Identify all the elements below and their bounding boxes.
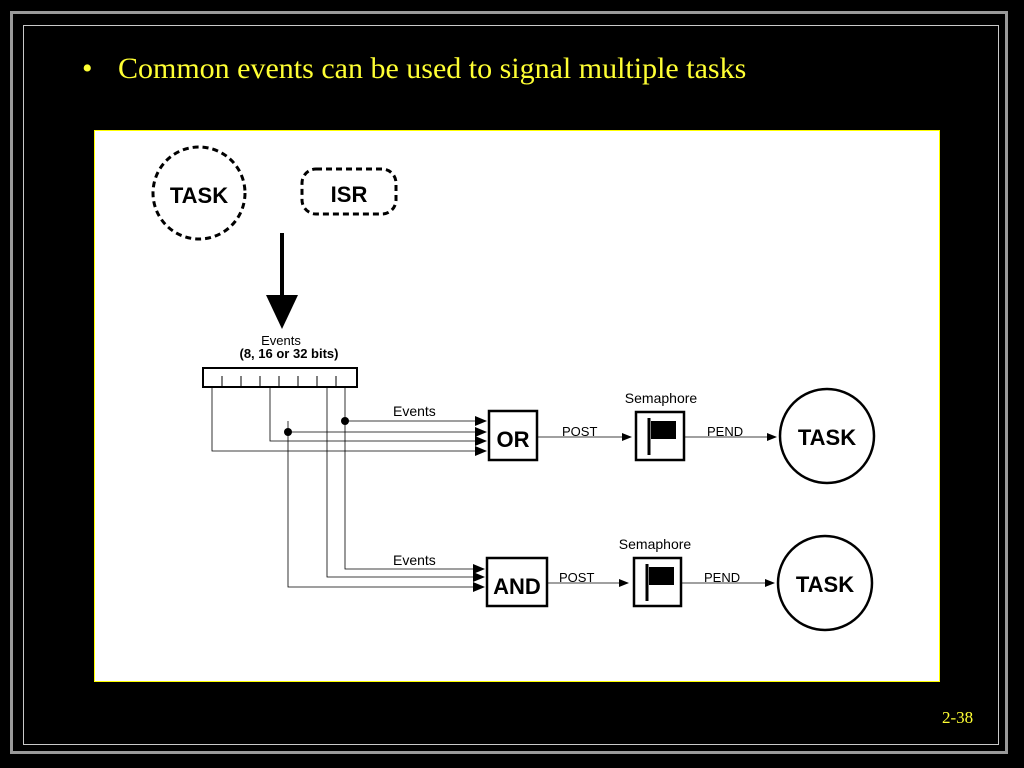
bullet-icon: •: [82, 52, 93, 85]
and-semaphore-label: Semaphore: [619, 536, 692, 552]
or-semaphore-box: [634, 410, 686, 462]
junction-dot: [284, 428, 292, 436]
events-group-size: (8, 16 or 32 bits): [240, 346, 339, 361]
post-down-arrow: [266, 233, 298, 329]
and-post-label: POST: [559, 570, 594, 585]
isr-box: [300, 167, 398, 216]
slide-title: • Common events can be used to signal mul…: [82, 52, 746, 86]
isr-label: ISR: [331, 182, 368, 207]
task-source-label: TASK: [170, 183, 228, 208]
or-pend-label: PEND: [707, 424, 743, 439]
slide-inner-border: [23, 25, 999, 745]
junction-dot: [341, 417, 349, 425]
and-task-label: TASK: [796, 572, 854, 597]
or-task-label: TASK: [798, 425, 856, 450]
events-group-title: Events: [261, 333, 301, 348]
task-source-node: TASK: [151, 145, 247, 241]
event-flag-register: [202, 367, 358, 388]
or-events-label: Events: [393, 403, 436, 419]
and-events-label: Events: [393, 552, 436, 568]
diagram-svg: TASK ISR Events (8, 16 or 32 bits): [151, 145, 876, 632]
and-pend-label: PEND: [704, 570, 740, 585]
or-target-task: TASK: [778, 387, 876, 485]
task-source-circle: [151, 145, 247, 241]
or-input-arrowheads: [475, 416, 487, 456]
page-number: 2-38: [942, 708, 974, 727]
flag-icon: [651, 421, 676, 439]
and-gate: AND: [485, 556, 549, 608]
flag-icon: [649, 567, 674, 585]
slide-title-text: Common events can be used to signal mult…: [118, 52, 747, 85]
and-semaphore-box: [632, 556, 683, 608]
slide-outer-border: [10, 11, 1008, 754]
and-input-arrowheads: [473, 564, 485, 592]
and-target-task: TASK: [776, 534, 874, 632]
event-wiring: [211, 387, 477, 588]
or-semaphore-label: Semaphore: [625, 390, 698, 406]
or-gate-label: OR: [497, 427, 530, 452]
or-gate: OR: [487, 409, 539, 462]
or-post-label: POST: [562, 424, 597, 439]
diagram-panel: TASK ISR Events (8, 16 or 32 bits): [94, 130, 940, 682]
and-gate-label: AND: [493, 574, 541, 599]
isr-node: ISR: [300, 167, 398, 216]
